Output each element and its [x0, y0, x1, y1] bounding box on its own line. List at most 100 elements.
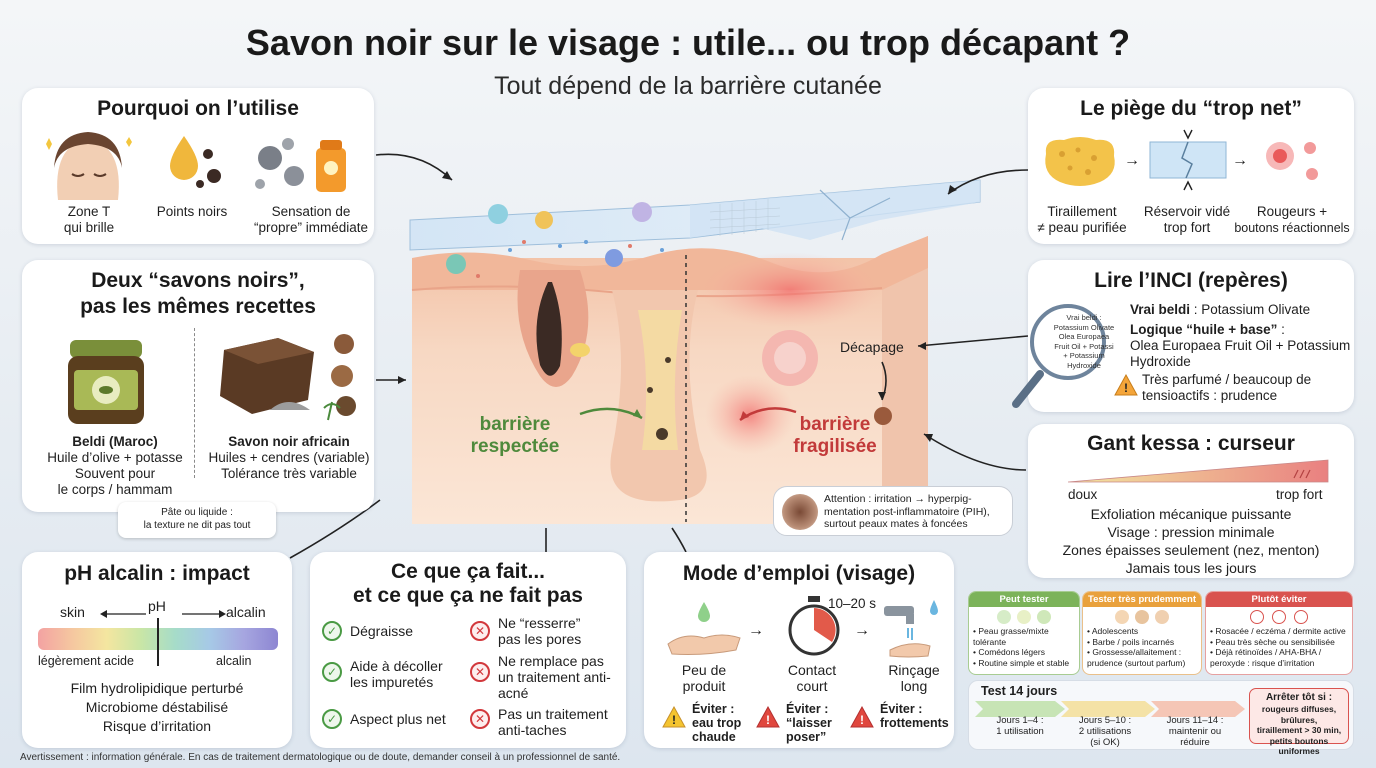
- stop-l2: tiraillement > 30 min,: [1256, 725, 1342, 735]
- beard-icon: [1135, 610, 1149, 624]
- lens-line-1: Vrai beldi :: [1066, 313, 1102, 322]
- svg-text:!: !: [672, 713, 676, 727]
- ph-effect-2: Microbiome déstabilisé: [85, 699, 229, 715]
- svg-text:!: !: [1124, 381, 1128, 395]
- step-2-warning: Éviter : “laisser poser”: [786, 702, 832, 744]
- arrow-1: →: [748, 622, 764, 639]
- why-item-1-l2: qui brille: [63, 220, 115, 235]
- texture-note-l1: Pâte ou liquide :: [161, 507, 233, 518]
- inci-b2-l2: Olea Europaea Fruit Oil + Potassium: [1130, 338, 1351, 353]
- ph-effect-1: Film hydrolipidique perturbé: [70, 680, 244, 696]
- texture-note: Pâte ou liquide : la texture ne dit pas …: [118, 502, 276, 538]
- test14-step-1: Jours 1–4 : 1 utilisation: [979, 715, 1061, 737]
- check-icon: ✓: [322, 621, 342, 641]
- severity-test-item-3: Routine simple et stable: [978, 657, 1070, 668]
- pregnancy-icon: [1155, 610, 1169, 624]
- arrow-2: →: [854, 622, 870, 639]
- step-1-l2: produit: [682, 678, 726, 694]
- mode-title: Mode d’emploi (visage): [682, 562, 916, 585]
- timer-label: 10–20 s: [828, 596, 877, 611]
- faucet-icon: [884, 600, 938, 658]
- step-2-l1: Contact: [787, 662, 837, 678]
- trap-item-1-l2: ≠ peau purifiée: [1037, 220, 1127, 235]
- barrier-fragile-line1: barrière: [799, 414, 871, 435]
- barrier-respected-line1: barrière: [479, 414, 551, 435]
- why-item-1-l1: Zone T: [67, 204, 111, 219]
- why-item-3: Sensation de “propre” immédiate: [246, 204, 376, 236]
- pollution-sunscreen-icon: [255, 138, 346, 192]
- attention-box: Attention : irritation → hyperpig- menta…: [773, 486, 1013, 536]
- kessa-low: doux: [1068, 487, 1098, 502]
- severity-caution-item-3: Grossesse/allaitement : prudence (surtou…: [1087, 647, 1186, 668]
- stop-l1: rougeurs diffuses, brûlures,: [1261, 704, 1337, 725]
- beldi-l2: Souvent pour: [74, 466, 156, 481]
- severity-caution-title: Tester très prudemment: [1083, 592, 1201, 607]
- kessa-line-4: Jamais tous les jours: [1125, 560, 1257, 576]
- trap-arrow-1: →: [1124, 152, 1140, 169]
- barrier-fragile-line2: fragilisée: [793, 436, 877, 457]
- severity-caution-list: • Adolescents • Barbe / poils incarnés •…: [1087, 626, 1186, 668]
- test14-step-3-l2: maintenir ou: [1168, 726, 1222, 737]
- severity-caution-item-2: Barbe / poils incarnés: [1092, 636, 1175, 647]
- step-2-w2: “laisser: [786, 716, 832, 730]
- inci-bullet-2: Logique “huile + base” : Olea Europaea F…: [1130, 322, 1354, 370]
- svg-text:!: !: [766, 713, 770, 727]
- stop-box: Arrêter tôt si : rougeurs diffuses, brûl…: [1249, 688, 1349, 756]
- african-l2: Tolérance très variable: [221, 466, 357, 481]
- severity-avoid-icons: [1206, 610, 1352, 624]
- step-1-label: Peu de produit: [664, 662, 744, 694]
- does-no-2: Ne remplace pas un traitement anti-acné: [498, 653, 611, 701]
- trap-panel: Le piège du “trop net” → → Tiraillement …: [1028, 88, 1354, 244]
- kessa-slider: [1068, 459, 1329, 483]
- cross-icon: ✕: [470, 621, 490, 641]
- trap-title: Le piège du “trop net”: [1080, 97, 1302, 120]
- hand-drop-icon: [667, 602, 741, 655]
- ph-alcalin-top: alcalin: [226, 604, 266, 620]
- why-item-2: Points noirs: [144, 204, 240, 220]
- severity-avoid-item-3: Déjà rétinoïdes / AHA-BHA / peroxyde : r…: [1210, 647, 1322, 668]
- lens-line-5: + Potassium: [1063, 351, 1105, 360]
- severity-test-icons: [969, 610, 1079, 624]
- severity-test-item-1: Peau grasse/mixte tolérante: [973, 626, 1049, 647]
- test14-chevrons: [975, 701, 1245, 717]
- oil-drop-blackheads-icon: [170, 136, 221, 188]
- test14-step-2: Jours 5–10 : 2 utilisations (si OK): [1061, 715, 1149, 748]
- step-2-l2: court: [796, 678, 828, 694]
- drained-reservoir-icon: [1149, 129, 1227, 191]
- severity-avoid-box: Plutôt éviter • Rosacée / eczéma / dermi…: [1205, 591, 1353, 675]
- oily-face-icon: [46, 132, 132, 200]
- does-panel: Ce que ça fait... et ce que ça ne fait p…: [310, 552, 626, 748]
- step-1-warning: Éviter : eau trop chaude: [692, 702, 741, 744]
- severity-test-list: • Peau grasse/mixte tolérante • Comédons…: [973, 626, 1070, 668]
- kessa-panel: Gant kessa : curseur doux trop fort Exfo…: [1028, 424, 1354, 578]
- leaf-icon: [1037, 610, 1051, 624]
- does-no-1: Ne “resserre” pas les pores: [498, 615, 582, 647]
- does-title: Ce que ça fait... et ce que ça ne fait p…: [310, 560, 626, 608]
- step-3-label: Rinçage long: [874, 662, 954, 694]
- test14-step-3-l1: Jours 11–14 :: [1166, 715, 1224, 726]
- lens-line-4: Fruit Oil + Potassi: [1054, 341, 1114, 351]
- does-yes-2: Aide à décoller les impuretés: [350, 658, 443, 690]
- ph-skin-label: skin: [60, 604, 85, 620]
- inci-b2-bold: Logique “huile + base”: [1130, 322, 1278, 337]
- ph-label: pH: [148, 598, 166, 614]
- severity-avoid-list: • Rosacée / eczéma / dermite active • Pe…: [1210, 626, 1346, 668]
- kessa-lines: Exfoliation mécanique puissante Visage :…: [1028, 505, 1354, 577]
- barrier-respected-line2: respectée: [470, 436, 560, 457]
- step-1-l1: Peu de: [681, 662, 727, 678]
- trap-arrow-2: →: [1232, 152, 1248, 169]
- kessa-line-2: Visage : pression minimale: [1107, 524, 1275, 540]
- step-3-l1: Rinçage: [888, 662, 940, 678]
- step-1-w2: eau trop: [692, 716, 742, 730]
- tzone-icon: [997, 610, 1011, 624]
- warning-icon: !: [850, 706, 874, 728]
- inci-panel: Lire l’INCI (repères) Vrai beldi : Potas…: [1012, 260, 1354, 412]
- trap-item-2-l1: Réservoir vidé: [1143, 204, 1231, 219]
- step-2-label: Contact court: [772, 662, 852, 694]
- ph-panel: pH alcalin : impact skin pH alcalin légè…: [22, 552, 292, 748]
- sponge-icon: [1045, 137, 1115, 186]
- step-1-w1: Éviter :: [692, 702, 735, 716]
- why-panel: Pourquoi on l’utilise Zone T qui brille …: [22, 88, 374, 244]
- severity-avoid-item-1: Rosacée / eczéma / dermite active: [1215, 626, 1346, 636]
- svg-text:!: !: [860, 713, 864, 727]
